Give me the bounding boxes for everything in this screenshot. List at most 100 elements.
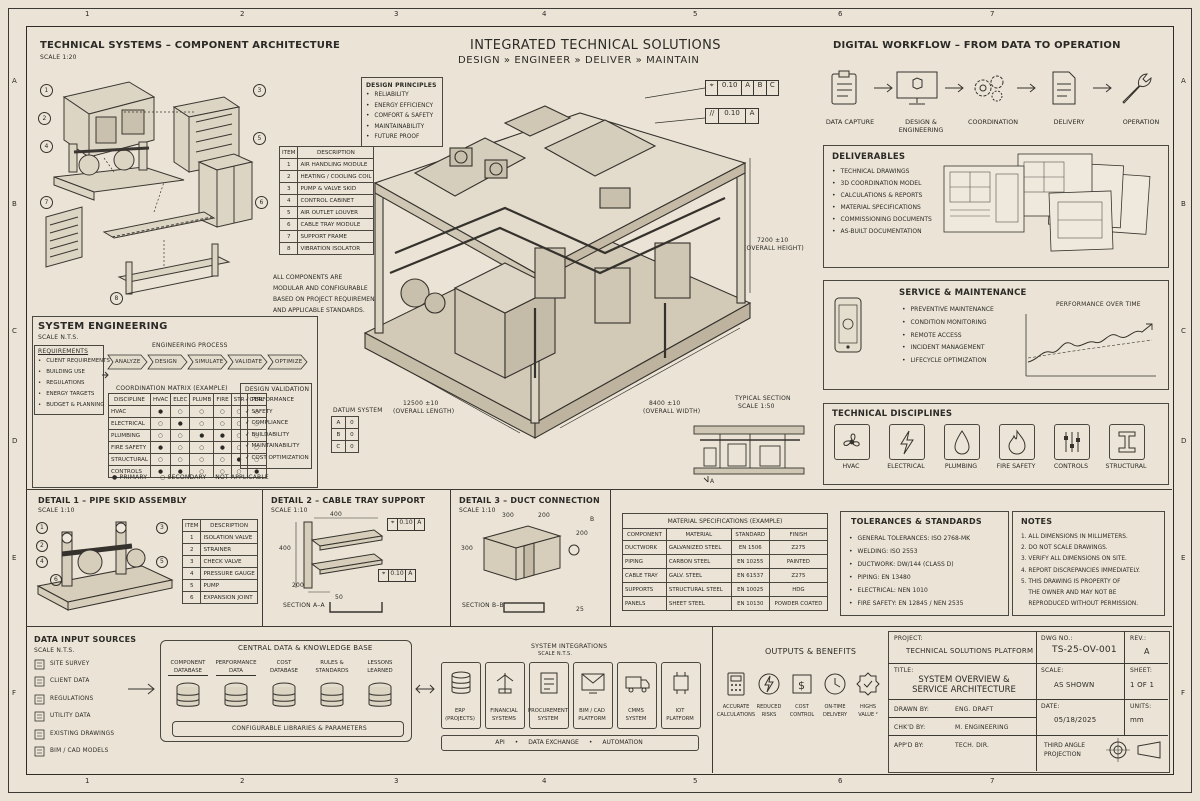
workflow-step-label: DELIVERY xyxy=(1053,118,1085,126)
truck-icon xyxy=(625,676,650,693)
integration-label: IOT PLATFORM xyxy=(666,708,694,722)
detail2-section-label: SECTION A–A xyxy=(283,602,325,609)
list-item: LIFECYCLE OPTIMIZATION xyxy=(902,355,994,368)
component-arch-scale: SCALE 1:20 xyxy=(40,54,77,61)
note-line: MODULAR AND CONFIGURABLE xyxy=(273,285,368,292)
notes-panel xyxy=(1012,511,1165,616)
smartphone-icon xyxy=(834,297,862,353)
disciplines-panel xyxy=(823,403,1169,485)
main-title: INTEGRATED TECHNICAL SOLUTIONS xyxy=(470,38,721,53)
tolerance-frame-2: // 0.10 A xyxy=(705,108,759,124)
detail1-title: DETAIL 1 – PIPE SKID ASSEMBLY xyxy=(38,496,187,505)
row-letter-right: F xyxy=(1181,689,1186,697)
design-validation-title: DESIGN VALIDATION xyxy=(245,386,310,393)
list-item: FIRE SAFETY: EN 12845 / NEN 2535 xyxy=(849,597,970,610)
tb-rev: A xyxy=(1144,647,1150,656)
callout-bubble: 5 xyxy=(156,556,168,568)
column-number-bottom: 4 xyxy=(542,777,547,785)
callout-bubble: 2 xyxy=(38,112,51,125)
detail3-dim-1: 300 xyxy=(502,512,515,519)
note-line: 3. VERIFY ALL DIMENSIONS ON SITE. xyxy=(1021,556,1127,563)
separator-bottom xyxy=(26,626,1172,627)
separator-middle xyxy=(26,489,1172,490)
workflow-step-label: DESIGN & ENGINEERING xyxy=(898,118,944,134)
validation-item: ✓ PERFORMANCE xyxy=(245,397,295,403)
row-letter-right: D xyxy=(1181,437,1187,445)
data-source-label: REGULATIONS xyxy=(50,695,94,702)
database-icon xyxy=(224,682,248,707)
note-line: 2. DO NOT SCALE DRAWINGS. xyxy=(1021,545,1108,552)
validation-item: ✓ MAINTAINABILITY xyxy=(245,443,300,449)
pipe-skid-drawing xyxy=(36,521,174,611)
row-letter-right: C xyxy=(1181,327,1187,335)
tb-v4 xyxy=(1124,699,1125,735)
tb-approved-label: APP'D BY: xyxy=(894,742,924,749)
svg-text:$: $ xyxy=(798,679,805,692)
arrow-right-icon xyxy=(945,83,964,93)
workflow-step-label: OPERATION xyxy=(1122,118,1160,126)
document-icon xyxy=(1052,71,1076,105)
data-source-label: UTILITY DATA xyxy=(50,713,91,720)
svg-text:A: A xyxy=(710,478,715,484)
deliverables-panel xyxy=(823,145,1169,268)
list-item: COMMISSIONING DOCUMENTS xyxy=(832,214,932,226)
separator-outputs xyxy=(712,626,713,773)
list-item: INCIDENT MANAGEMENT xyxy=(902,342,994,355)
row-letter-left: B xyxy=(12,200,18,208)
row-letter-left: E xyxy=(12,554,17,562)
tb-v2 xyxy=(1124,631,1125,663)
note-line: 4. REPORT DISCREPANCIES IMMEDIATELY. xyxy=(1021,567,1141,574)
data-source-label: BIM / CAD MODELS xyxy=(50,748,109,754)
check-icon: ✓ xyxy=(245,431,252,438)
data-source-icon xyxy=(34,746,45,757)
callout-bubble: 8 xyxy=(110,292,123,305)
row-letter-left: D xyxy=(12,437,18,445)
detail3-title: DETAIL 3 – DUCT CONNECTION xyxy=(459,496,600,505)
separator-d3 xyxy=(610,489,611,626)
check-icon: ✓ xyxy=(245,408,252,415)
knowledge-base-title: CENTRAL DATA & KNOWLEDGE BASE xyxy=(238,644,373,652)
procurement-icon xyxy=(540,672,558,694)
tb-dwg-label: DWG NO.: xyxy=(1041,635,1073,642)
disciplines-title: TECHNICAL DISCIPLINES xyxy=(832,409,953,419)
tb-scale-label: SCALE: xyxy=(1041,667,1064,674)
note-line: 1. ALL DIMENSIONS IN MILLIMETERS. xyxy=(1021,534,1128,540)
position-symbol-icon: ⌖ xyxy=(706,81,719,95)
process-chevron xyxy=(107,354,148,370)
outputs-title: OUTPUTS & BENEFITS xyxy=(765,647,857,656)
wrench-icon xyxy=(1122,73,1152,104)
tb-h4 xyxy=(888,717,1036,718)
system-engineering-panel xyxy=(32,316,318,488)
data-input-title: DATA INPUT SOURCES xyxy=(34,635,137,644)
column-number-bottom: 7 xyxy=(990,777,995,785)
list-item: GENERAL TOLERANCES: ISO 2768-mK xyxy=(849,532,971,545)
output-label: ON-TIME DELIVERY xyxy=(822,704,848,718)
requirements-list: CLIENT REQUIREMENTSBUILDING USEREGULATIO… xyxy=(38,356,110,411)
discipline-tile xyxy=(834,424,870,460)
data-source-icon xyxy=(34,694,45,705)
process-chevron xyxy=(187,354,228,370)
matrix-legend-secondary: ○ SECONDARY xyxy=(160,474,207,481)
detail2-dim-top: 400 xyxy=(330,511,343,518)
database-label: COST DATABASE xyxy=(269,660,299,674)
inner-frame xyxy=(26,26,1174,775)
database-label: RULES & STANDARDS xyxy=(315,660,349,674)
service-panel xyxy=(823,280,1169,390)
detail3-dim-2: 200 xyxy=(538,512,551,519)
data-source-icon xyxy=(34,711,45,722)
detail3-dim-4: 200 xyxy=(576,530,589,537)
system-eng-scale: SCALE N.T.S. xyxy=(38,334,79,341)
callout-bubble: 3 xyxy=(156,522,168,534)
discipline-tile xyxy=(999,424,1035,460)
list-item: CONDITION MONITORING xyxy=(902,317,994,330)
column-number-bottom: 5 xyxy=(693,777,698,785)
integration-label: FINANCIAL SYSTEMS xyxy=(490,708,518,722)
clipboard-icon xyxy=(831,70,857,105)
database-icon xyxy=(368,682,392,707)
